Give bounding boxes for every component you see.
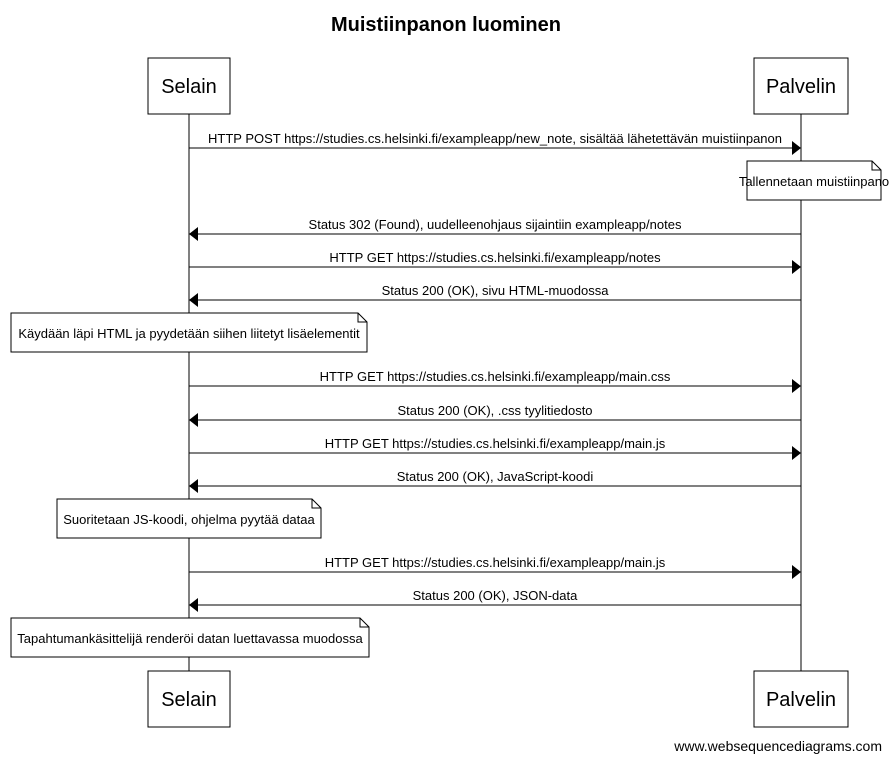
note-text: Käydään läpi HTML ja pyydetään siihen li… [18,326,360,341]
note-text: Suoritetaan JS-koodi, ohjelma pyytää dat… [63,512,315,527]
arrowhead-icon [189,293,198,307]
arrowhead-icon [792,260,801,274]
arrowhead-icon [792,141,801,155]
actor-box-palvelin-bottom [753,670,849,728]
arrowhead-icon [792,565,801,579]
lifelines [188,114,802,671]
arrowhead-icon [792,379,801,393]
actor-box-selain-bottom [147,670,231,728]
credit-text: www.websequencediagrams.com [673,738,882,754]
note-box [56,498,322,539]
note-fold-icon [871,161,881,171]
diagram-title: Muistiinpanon luominen [331,14,561,36]
message-label: Status 200 (OK), JavaScript-koodi [397,469,594,484]
arrowhead-icon [189,598,198,612]
note-text: Tapahtumankäsittelijä renderöi datan lue… [17,631,363,646]
note-text: Tallennetaan muistiinpano [739,174,889,189]
note-fold-icon [357,313,367,323]
actor-box-palvelin-top [753,57,849,115]
message-label: HTTP GET https://studies.cs.helsinki.fi/… [325,436,666,451]
message-label: HTTP POST https://studies.cs.helsinki.fi… [208,131,782,146]
actor-label-palvelin-top: Palvelin [766,76,836,98]
diagram-steps: HTTP POST https://studies.cs.helsinki.fi… [10,131,889,658]
note-box [10,312,368,353]
note-box [746,160,882,201]
note-fold-icon [359,618,369,628]
message-label: Status 200 (OK), JSON-data [413,588,579,603]
message-label: HTTP GET https://studies.cs.helsinki.fi/… [325,555,666,570]
arrowhead-icon [189,479,198,493]
arrowhead-icon [189,413,198,427]
note-fold-icon [311,499,321,509]
actor-box-selain-top [147,57,231,115]
message-label: Status 302 (Found), uudelleenohjaus sija… [309,217,682,232]
message-label: Status 200 (OK), .css tyylitiedosto [397,403,592,418]
actor-label-palvelin-bottom: Palvelin [766,689,836,711]
arrowhead-icon [189,227,198,241]
arrowhead-icon [792,446,801,460]
actor-label-selain-bottom: Selain [161,689,217,711]
note-box [10,617,370,658]
message-label: HTTP GET https://studies.cs.helsinki.fi/… [329,250,661,265]
message-label: HTTP GET https://studies.cs.helsinki.fi/… [320,369,671,384]
actor-label-selain-top: Selain [161,76,217,98]
message-label: Status 200 (OK), sivu HTML-muodossa [382,283,610,298]
